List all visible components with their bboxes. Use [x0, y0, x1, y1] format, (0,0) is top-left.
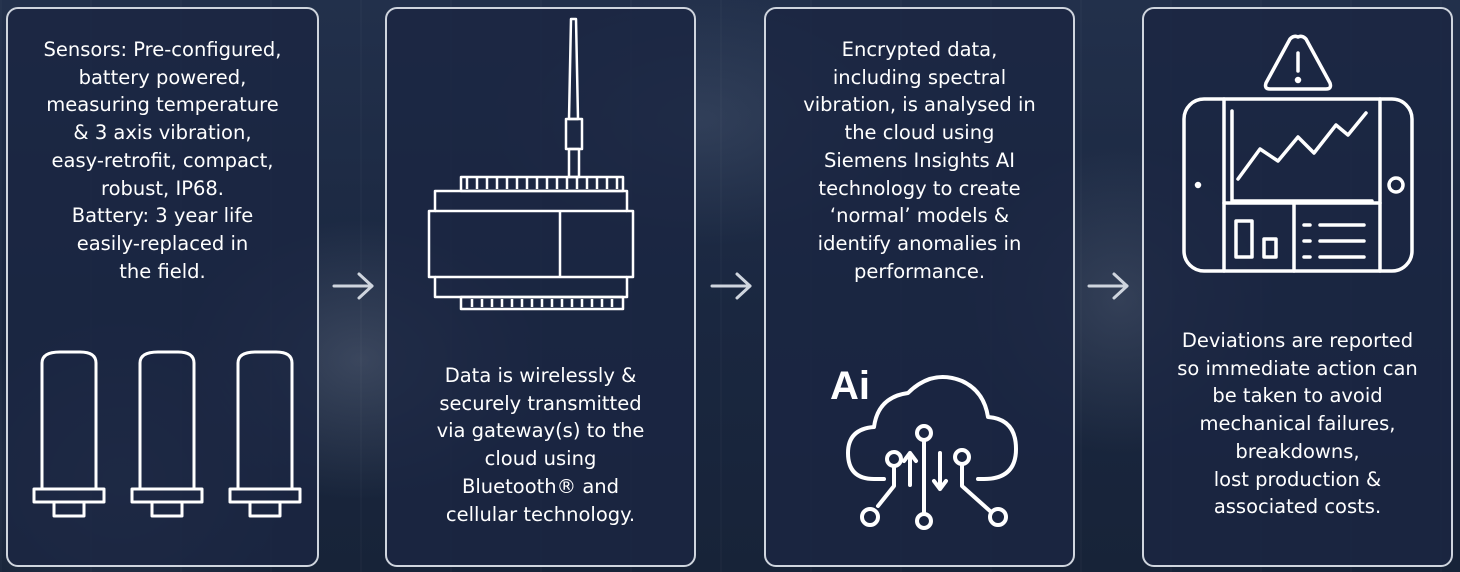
step-text: Data is wirelessly & securely transmitte…: [436, 364, 645, 526]
step-card-deviation-report: Deviations are reported so immediate act…: [1142, 7, 1453, 567]
ai-cloud-icon: [846, 375, 1018, 530]
arrow-right-icon: [1087, 272, 1129, 300]
gateway-icon: [427, 17, 635, 311]
tablet-alert-icon: [1182, 34, 1414, 273]
step-text: Deviations are reported so immediate act…: [1177, 329, 1418, 519]
arrow-right-icon: [332, 272, 374, 300]
step-card-cloud-ai: Encrypted data, including spectral vibra…: [764, 7, 1075, 567]
step-text: Sensors: Pre-configured, battery powered…: [43, 38, 282, 283]
step-card-sensors: Sensors: Pre-configured, battery powered…: [6, 7, 319, 567]
battery-sensors-icon: [32, 350, 302, 518]
step-card-gateway: Data is wirelessly & securely transmitte…: [385, 7, 696, 567]
arrow-right-icon: [710, 272, 752, 300]
step-text: Encrypted data, including spectral vibra…: [803, 38, 1036, 283]
ai-label: Ai: [830, 364, 870, 408]
